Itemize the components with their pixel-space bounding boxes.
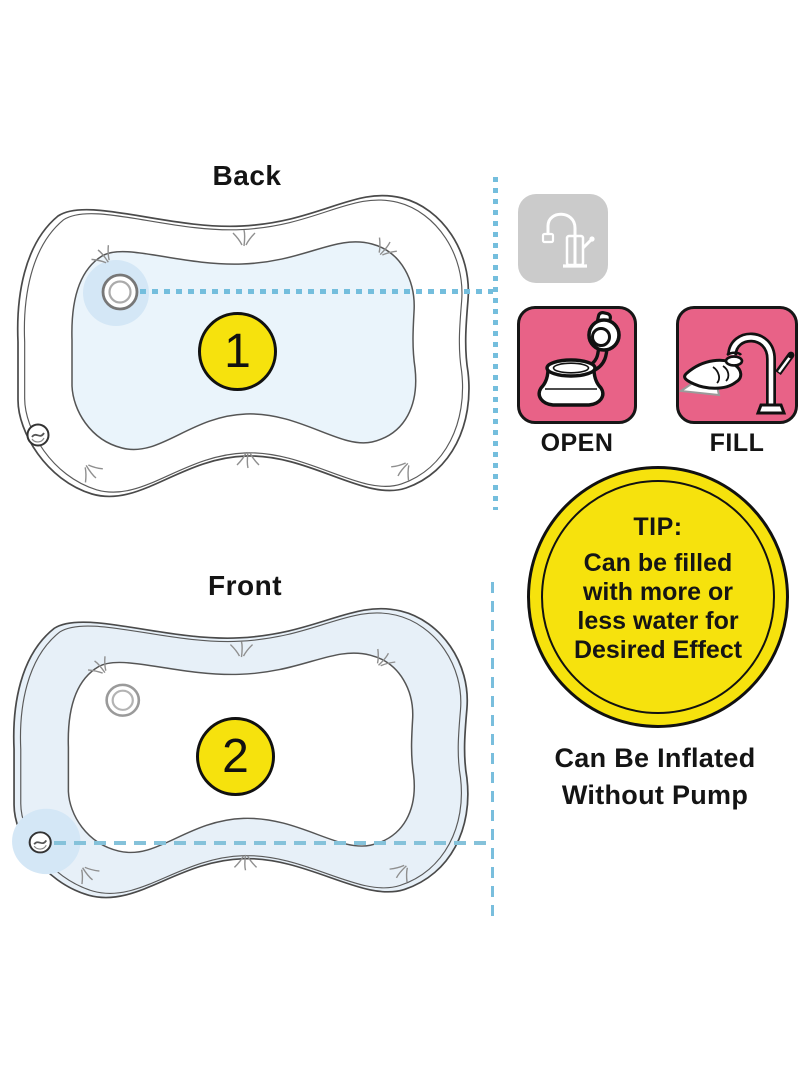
inflate-note-line1: Can Be Inflated [554,743,756,773]
tip-line: less water for [577,607,739,635]
front-mat-diagram [12,607,469,899]
fill-from-faucet-icon [679,332,795,415]
air-valve-icon [26,423,50,447]
back-valve-dotted-guide [140,289,493,294]
back-view-label: Back [212,160,282,191]
open-step-tile [517,306,637,424]
open-valve-cap-icon [537,311,621,407]
front-step-badge: 2 [196,717,275,796]
tip-line: with more or [582,578,733,606]
vertical-dashed-guide-bottom [491,582,494,919]
tip-sticker: TIP: Can be filled with more or less wat… [527,466,789,728]
inflate-note-line2: Without Pump [561,780,749,810]
tip-line: Desired Effect [573,636,743,664]
tip-line: Can be filled [583,549,733,577]
front-view-label: Front [207,570,283,601]
inflate-note: Can Be Inflated Without Pump [505,740,800,814]
vertical-dotted-guide-top [493,177,498,510]
back-step-badge: 1 [198,312,277,391]
air-valve-icon [28,831,52,854]
tip-inner-ring [541,480,775,714]
faucet-icon [541,212,595,268]
water-source-tile [518,194,608,283]
fill-step-tile [676,306,798,424]
tip-content: TIP: Can be filled with more or less wat… [530,469,786,725]
front-step-number: 2 [222,730,249,783]
fill-step-label: FILL [709,429,765,457]
back-step-number: 1 [224,325,251,378]
tip-title: TIP: [633,513,683,541]
back-mat-diagram [16,194,470,498]
open-step-label: OPEN [540,429,614,457]
front-valve-dashed-guide [54,841,491,845]
fill-valve-icon [101,273,139,311]
fill-valve-icon [105,683,141,717]
